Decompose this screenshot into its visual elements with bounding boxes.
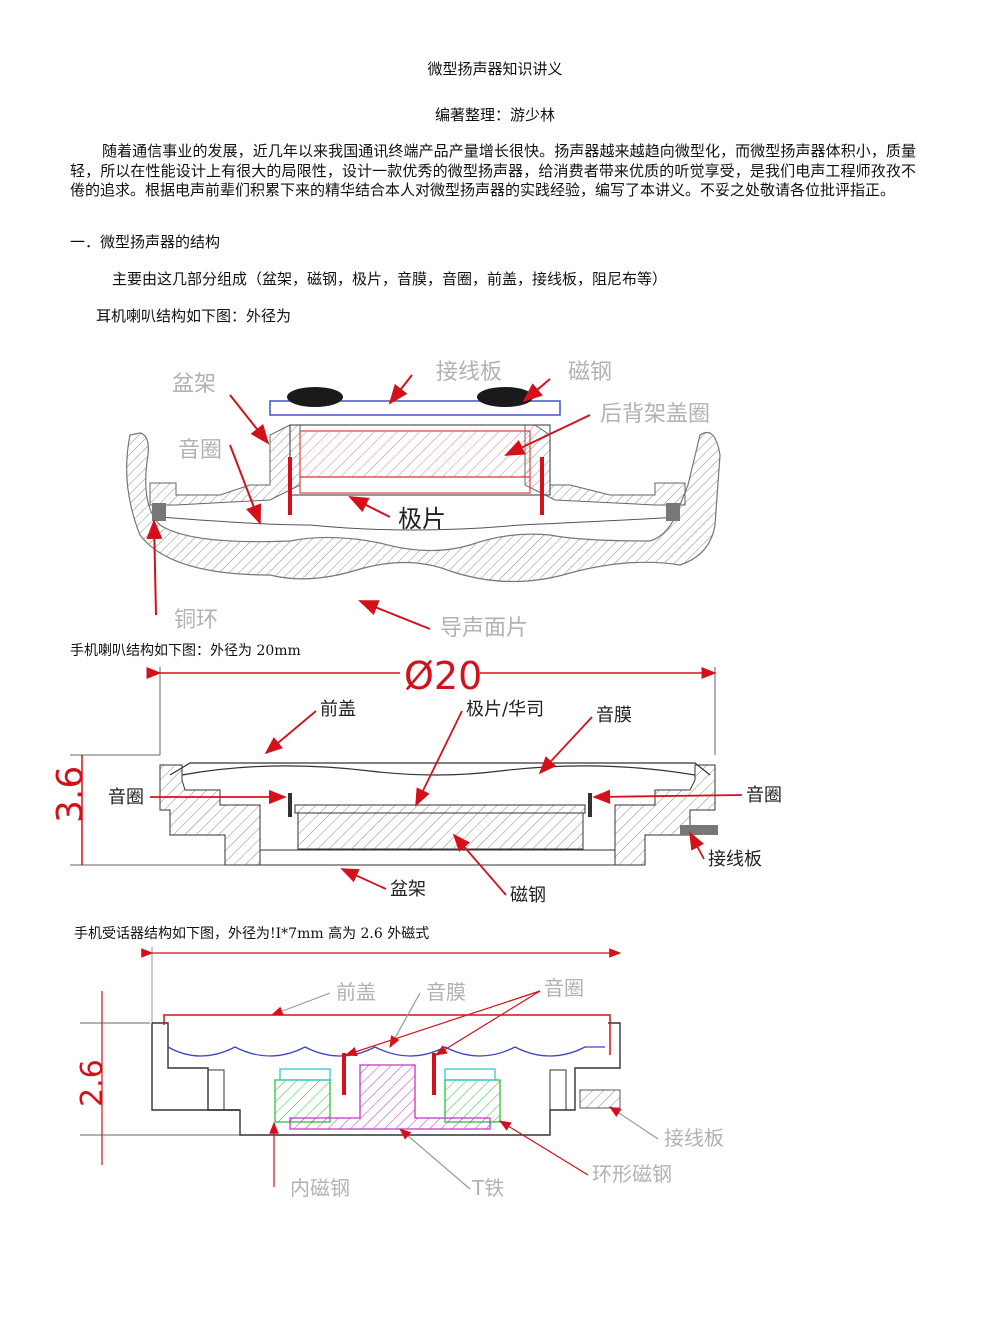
phone-speaker-diagram: Ø20 3.6 前盖 极片/华司 音膜 音圈 音圈 盆架 磁钢 接线板 <box>50 654 782 906</box>
label-diaphragm: 音膜 <box>596 705 632 726</box>
label-front-cover: 前盖 <box>336 980 376 1004</box>
label-coil: 音圈 <box>544 976 584 1000</box>
label-frame: 盆架 <box>172 372 216 397</box>
label-magnet: 磁钢 <box>510 885 546 906</box>
label-coil: 音圈 <box>178 438 222 463</box>
label-coil-left: 音圈 <box>108 787 144 808</box>
label-ring-magnet: 环形磁钢 <box>592 1162 672 1186</box>
label-coil-right: 音圈 <box>746 785 782 806</box>
label-magnet: 磁钢 <box>568 360 612 385</box>
label-terminal: 接线板 <box>708 849 762 870</box>
label-inner-magnet: 内磁钢 <box>290 1176 350 1200</box>
label-pole: 极片 <box>398 505 446 533</box>
dim-diameter: Ø20 <box>404 654 482 698</box>
label-back-cover: 后背架盖圈 <box>600 402 710 427</box>
parts-list: 主要由这几部分组成（盆架，磁钢，极片，音膜，音圈，前盖，接线板，阻尼布等） <box>112 270 668 288</box>
intro-paragraph: 随着通信事业的发展，近几年以来我国通讯终端产品产量增长很快。扬声器越来越趋向微型… <box>70 142 916 199</box>
label-diaphragm: 导声面片 <box>440 616 528 641</box>
dim-height: 3.6 <box>50 766 91 823</box>
section-heading: 一．微型扬声器的结构 <box>70 233 221 251</box>
document-title: 微型扬声器知识讲义 <box>427 60 563 78</box>
label-t-iron: T铁 <box>471 1176 504 1200</box>
phone-caption: 手机喇叭结构如下图：外径为 20mm <box>70 643 301 659</box>
label-terminal: 接线板 <box>436 360 502 385</box>
label-terminal: 接线板 <box>664 1126 724 1150</box>
dim-height: 2.6 <box>75 1059 110 1107</box>
earphone-speaker-diagram: 盆架 接线板 磁钢 后背架盖圈 音圈 极片 铜环 导声面片 <box>126 360 721 641</box>
label-ring: 铜环 <box>174 608 218 633</box>
label-pole: 极片/华司 <box>466 699 544 720</box>
label-frame: 盆架 <box>390 879 426 900</box>
receiver-caption: 手机受话器结构如下图，外径为!I*7mm 高为 2.6 外磁式 <box>74 926 430 942</box>
receiver-diagram: 2.6 前盖 音膜 音圈 接线板 内磁钢 T铁 环形磁钢 <box>75 947 724 1200</box>
earphone-caption: 耳机喇叭结构如下图：外径为 <box>96 307 292 325</box>
label-front-cover: 前盖 <box>320 699 356 720</box>
document-author: 编著整理：游少林 <box>434 106 555 124</box>
label-diaphragm: 音膜 <box>426 980 466 1004</box>
